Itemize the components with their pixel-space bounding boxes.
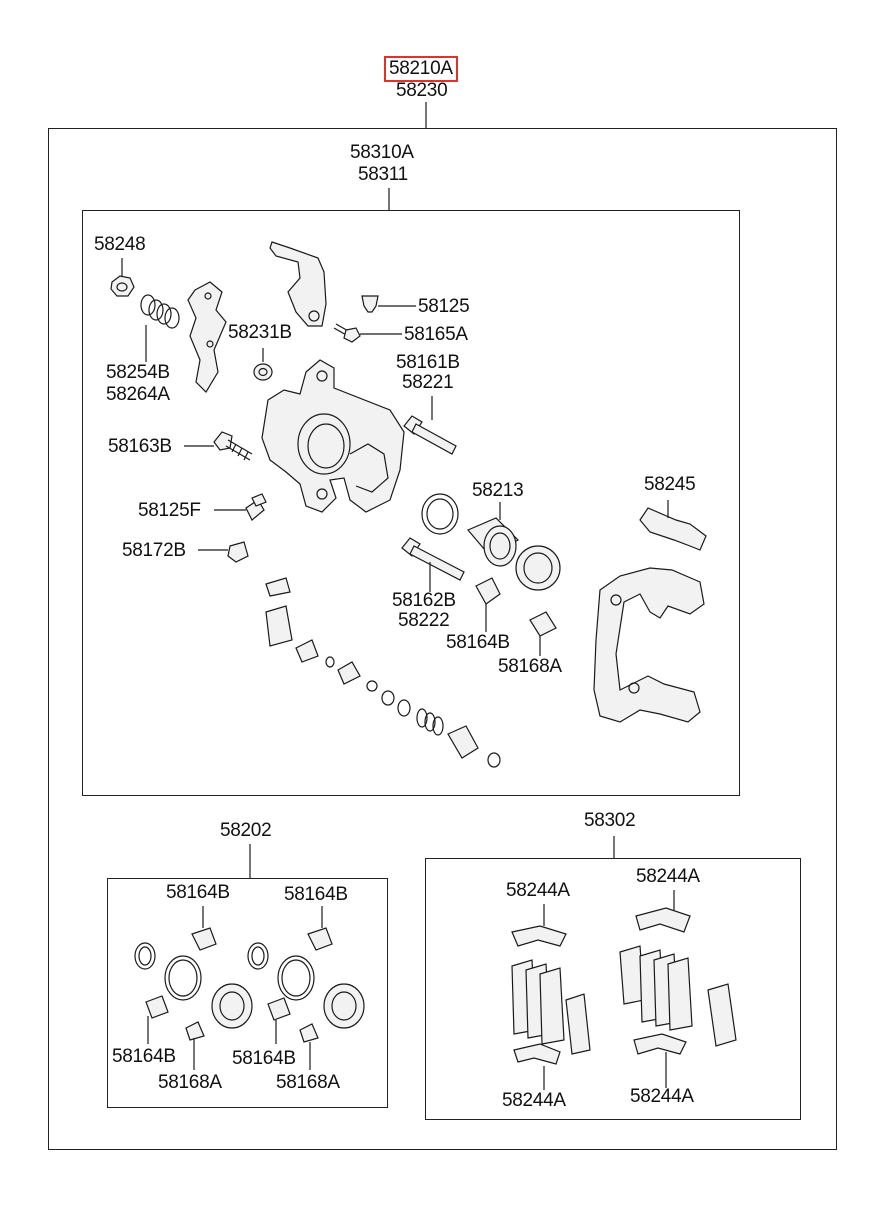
pad-kit-callout-top-right: 58244A <box>636 866 700 887</box>
pad-kit-callout-top-left: 58244A <box>506 880 570 901</box>
callout-58164B: 58164B <box>446 632 510 653</box>
callout-58161B: 58161B <box>396 352 460 373</box>
guide-pin-part <box>403 415 457 455</box>
caliper-body-part <box>261 359 405 513</box>
hex-nut-part <box>110 275 135 297</box>
pad-kit-parts <box>511 907 737 1065</box>
pad-kit-part-number: 58302 <box>584 810 636 831</box>
callout-58125F: 58125F <box>138 500 201 521</box>
callout-58231B: 58231B <box>228 322 292 343</box>
callout-58168A: 58168A <box>498 656 562 677</box>
callout-58162B: 58162B <box>392 590 456 611</box>
parking-mechanism-parts <box>265 577 501 768</box>
caliper-bracket-part <box>593 567 705 723</box>
pad-kit-frame <box>425 858 801 1120</box>
seal-kit-part-number: 58202 <box>220 820 272 841</box>
caliper-part-number-1: 58310A <box>350 142 414 163</box>
callout-58165A: 58165A <box>404 324 468 345</box>
pad-kit-callout-bottom-right: 58244A <box>630 1086 694 1107</box>
callout-58213: 58213 <box>472 480 524 501</box>
seal-kit-callout-bottom-mid-a: 58168A <box>158 1072 222 1093</box>
assembly-part-number: 58230 <box>396 80 448 101</box>
piston-part <box>467 517 519 567</box>
caliper-assembly-frame <box>82 210 740 796</box>
callout-58221: 58221 <box>402 372 454 393</box>
callout-58254B: 58254B <box>106 362 170 383</box>
callout-58163B: 58163B <box>108 436 172 457</box>
seal-kit-callout-top-right: 58164B <box>284 884 348 905</box>
callout-58245: 58245 <box>644 474 696 495</box>
assembly-frame <box>48 128 837 1150</box>
caliper-part-number-2: 58311 <box>358 164 408 185</box>
seal-kit-callout-bottom-right: 58168A <box>276 1072 340 1093</box>
parking-lever-part <box>269 241 327 327</box>
seal-kit-parts <box>134 927 365 1043</box>
callout-58222: 58222 <box>398 610 450 631</box>
callout-58248: 58248 <box>94 234 146 255</box>
callout-58264A: 58264A <box>106 384 170 405</box>
bolt-part <box>333 323 361 343</box>
spring-part <box>140 294 180 329</box>
seal-kit-callout-bottom-left: 58164B <box>112 1046 176 1067</box>
pad-kit-callout-bottom-left: 58244A <box>502 1090 566 1111</box>
assembly-part-number-highlighted[interactable]: 58210A <box>384 56 458 82</box>
callout-58172B: 58172B <box>122 540 186 561</box>
callout-58125: 58125 <box>418 296 470 317</box>
seal-kit-callout-bottom-mid-b: 58164B <box>232 1048 296 1069</box>
seal-kit-callout-top-left: 58164B <box>166 882 230 903</box>
bracket-plate-part <box>187 281 227 393</box>
seal-kit-frame <box>107 878 388 1108</box>
